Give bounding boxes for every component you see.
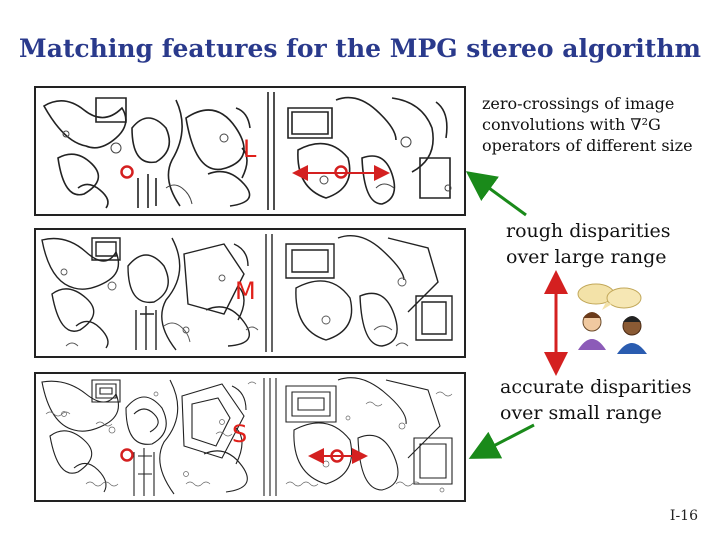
note-rough-line-1: rough disparities [506,220,671,242]
note-zero-crossings: zero-crossings of image convolutions wit… [482,93,714,156]
arrow-to-panel-l [465,171,527,217]
two-people-talking-icon [577,283,647,354]
note-accurate-line-1: accurate disparities [500,376,692,398]
note-rough-disparities: rough disparities over large range [506,218,706,270]
panel-label-s: S [232,420,248,448]
note-zero-crossings-line-2: convolutions with ∇²G [482,115,661,134]
panel-small-scale [34,372,466,502]
panel-medium-scale [34,228,466,358]
note-accurate-disparities: accurate disparities over small range [500,374,710,426]
zero-crossing-image-medium [41,234,453,352]
page-number: I-16 [669,508,698,524]
zero-crossing-image-small [41,377,453,496]
note-accurate-line-2: over small range [500,402,662,424]
note-zero-crossings-line-3: operators of different size [482,136,693,155]
slide-title: Matching features for the MPG stereo alg… [19,34,701,63]
panel-label-m: M [235,277,256,305]
panel-large-scale [34,86,466,216]
panel-label-l: L [243,135,257,163]
note-zero-crossings-line-1: zero-crossings of image [482,94,675,113]
zero-crossing-image-large [42,92,452,210]
arrow-to-panel-s [468,423,535,459]
note-rough-line-2: over large range [506,246,667,268]
